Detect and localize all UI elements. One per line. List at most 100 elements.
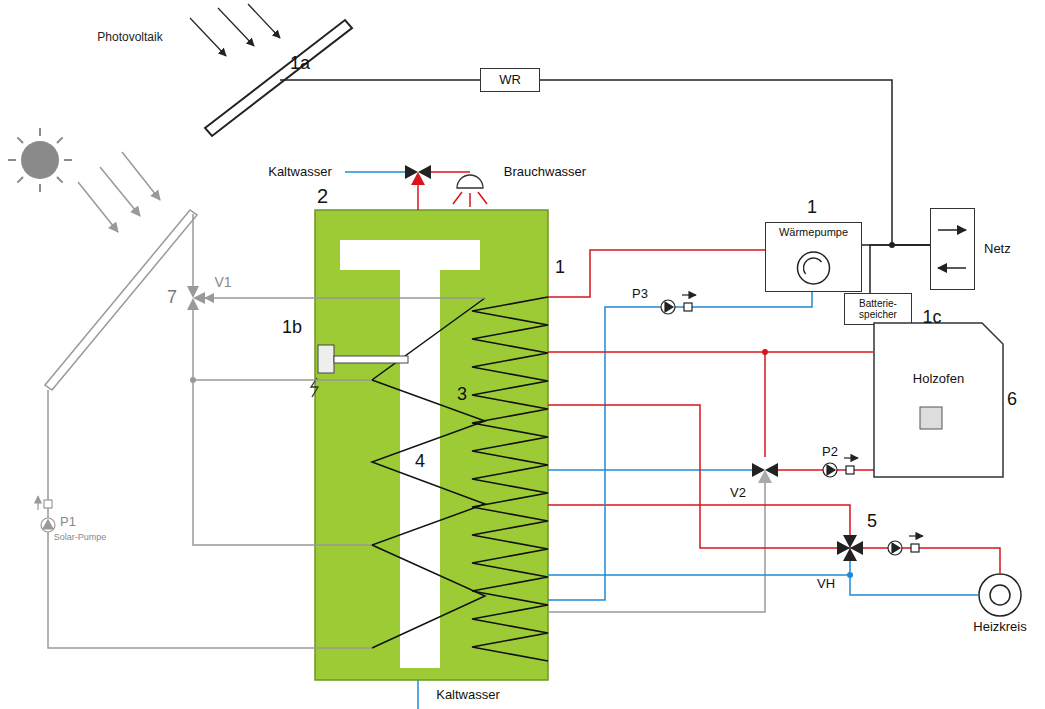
- text-label: Photovoltaik: [96, 31, 163, 44]
- sunlight-arrow: [218, 8, 254, 46]
- switch-valve: [758, 470, 772, 483]
- wood-stove-art: [873, 322, 1004, 478]
- solar-pump-symbol: [41, 518, 55, 532]
- callout-number: 1a: [289, 54, 311, 74]
- heating-circuit-art: [990, 585, 1010, 605]
- shower-head: [457, 175, 483, 188]
- callout-number: 1: [554, 258, 566, 278]
- wood-stove-art: [920, 407, 942, 429]
- heating-rod: [334, 356, 408, 363]
- heating-rod: [318, 345, 334, 373]
- storage-tank-body: [315, 210, 548, 680]
- heating-valve: [837, 535, 863, 561]
- text-label: Brauchwasser: [503, 165, 587, 179]
- sunlight-arrow: [190, 4, 280, 56]
- grid-box-art: [938, 229, 966, 231]
- heating-valve: [843, 535, 857, 548]
- text-label: V1: [213, 275, 232, 290]
- solar-pipe: [193, 379, 372, 381]
- node-label: Wärmepumpe: [779, 226, 848, 239]
- cold-water-pipe: [548, 574, 850, 576]
- junction-dot: [190, 242, 895, 578]
- sun-symbol: [8, 159, 16, 161]
- text-label: VH: [816, 577, 836, 591]
- pump-symbol: [661, 300, 675, 314]
- text-label: P3: [631, 287, 649, 301]
- wood-stove-art: [874, 323, 1003, 477]
- solar-pipe: [192, 214, 194, 286]
- hot-water-pipe: [417, 185, 419, 210]
- pv-panel: [205, 20, 352, 136]
- heat-exchanger-coil: [372, 297, 548, 661]
- heat-pump-box: Wärmepumpe: [765, 222, 862, 292]
- sunlight-arrow: [78, 152, 160, 232]
- heating-rod: [311, 378, 318, 397]
- sun-symbol: [39, 128, 41, 136]
- pipe-connector: [540, 80, 930, 245]
- pump-symbol: [827, 465, 835, 475]
- inverter-box: WR: [480, 68, 540, 92]
- heating-valve: [843, 548, 857, 561]
- sun-symbol: [64, 159, 72, 161]
- callout-number: 1c: [921, 308, 942, 328]
- hot-water-pipe: [764, 352, 766, 457]
- shower-head: [457, 175, 483, 188]
- node-label: Netz: [984, 242, 1011, 257]
- pump-symbol: [909, 535, 923, 536]
- sun-symbol: [17, 137, 23, 143]
- cold-water-pipe: [850, 561, 978, 595]
- cold-water-pipe: [548, 469, 752, 471]
- callout-number: 1: [806, 198, 818, 218]
- solar-pipe: [48, 390, 372, 648]
- pump-symbol: [911, 544, 919, 552]
- storage-tank: 2: [315, 210, 548, 680]
- text-label: Solar-Pumpe: [53, 533, 108, 543]
- cold-water-pipe: [548, 292, 812, 600]
- wood-stove: Holzofen: [873, 322, 1004, 478]
- solar-valve: [193, 292, 205, 304]
- cold-water-pipe: [417, 680, 419, 709]
- text-label: P2: [821, 445, 839, 459]
- sun-symbol: [17, 177, 23, 183]
- sun-symbol: [57, 177, 63, 183]
- callout-number: 1b: [281, 318, 303, 338]
- mixing-valve: [411, 172, 425, 185]
- pump-symbol: [846, 466, 854, 474]
- junction-dot: [847, 572, 853, 578]
- heat-exchanger-coil: [372, 298, 485, 648]
- junction-dot: [190, 377, 196, 383]
- solar-pipe: [48, 214, 765, 648]
- heat-exchanger-coil: [472, 297, 548, 661]
- text-label: P1: [59, 515, 77, 529]
- cold-water-pipe: [345, 171, 405, 173]
- solar-pump-symbol: [38, 496, 55, 532]
- text-label: Kaltwasser: [435, 688, 501, 702]
- node-label: Heizkreis: [973, 620, 1026, 635]
- pump-symbol: [682, 294, 696, 295]
- switch-valve: [752, 463, 778, 483]
- sun-symbol: [8, 128, 72, 192]
- node-label: 2: [317, 185, 328, 208]
- solar-pump-symbol: [44, 500, 52, 508]
- heating-circuit: Heizkreis: [978, 573, 1022, 617]
- sunlight-arrow: [78, 182, 118, 232]
- heat-pump-box-art: [803, 258, 821, 274]
- sun-symbol: [8, 128, 72, 192]
- sun-symbol: [21, 141, 59, 179]
- hot-water-pipe: [453, 192, 487, 207]
- pump-symbol: [892, 543, 900, 553]
- heating-circuit-art: [978, 573, 1022, 617]
- callout-number: 4: [414, 452, 426, 472]
- pump-symbol: [888, 541, 902, 555]
- grid-box: Netz: [930, 208, 975, 290]
- node-label: Holzofen: [873, 372, 1004, 387]
- sun-symbol: [57, 137, 63, 143]
- battery-box: Batterie- speicher: [844, 293, 912, 325]
- tank-tube: [400, 270, 440, 668]
- sunlight-arrow: [100, 167, 140, 216]
- solar-pipe: [205, 297, 485, 299]
- solar-pump-symbol: [37, 496, 38, 510]
